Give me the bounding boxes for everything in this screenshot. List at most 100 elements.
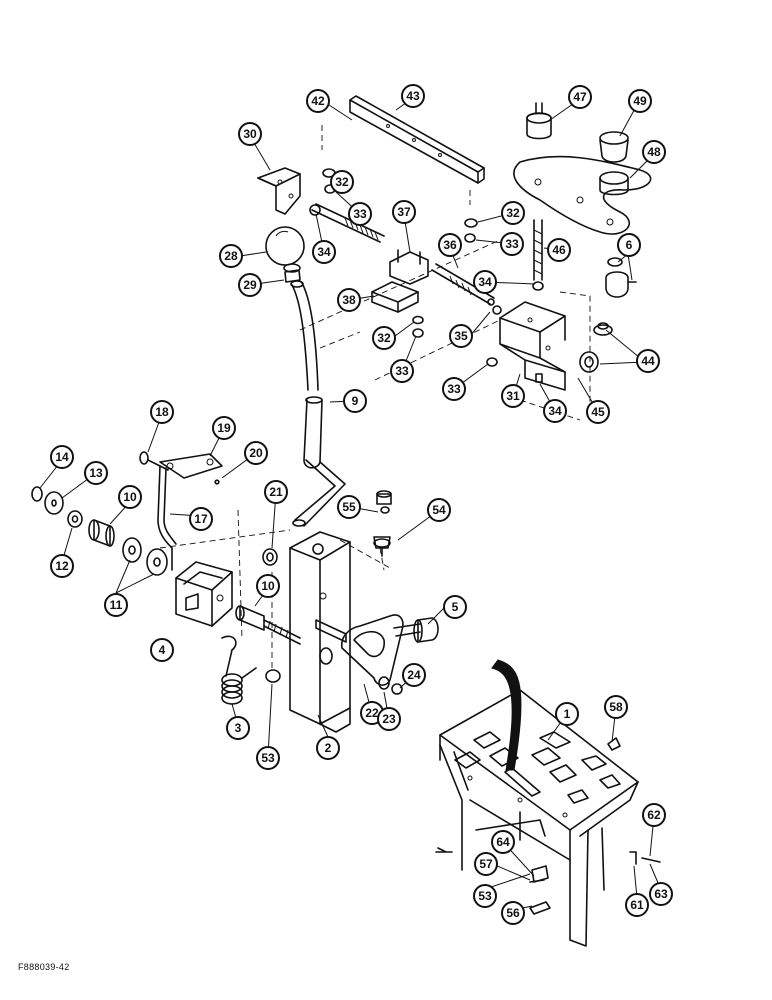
- svg-text:28: 28: [224, 249, 238, 263]
- svg-text:61: 61: [630, 898, 644, 912]
- svg-text:3: 3: [235, 721, 242, 735]
- spring-3: [221, 635, 257, 705]
- svg-text:43: 43: [406, 89, 420, 103]
- bracket-30: [257, 167, 301, 215]
- svg-text:5: 5: [452, 600, 459, 614]
- svg-text:37: 37: [397, 205, 411, 219]
- callout-33-b: 33: [500, 232, 524, 256]
- svg-text:20: 20: [249, 446, 263, 460]
- callout-58: 58: [604, 695, 628, 719]
- callout-4: 4: [150, 638, 174, 662]
- callout-30: 30: [238, 122, 262, 146]
- callout-17: 17: [189, 507, 213, 531]
- callout-54: 54: [427, 498, 451, 522]
- pointer-arrow: [491, 659, 522, 771]
- knob-5: [393, 617, 439, 643]
- svg-text:42: 42: [311, 94, 325, 108]
- svg-text:34: 34: [548, 404, 562, 418]
- svg-text:45: 45: [591, 405, 605, 419]
- callout-32-b: 32: [501, 201, 525, 225]
- callout-44: 44: [636, 349, 660, 373]
- callout-33-c: 33: [390, 359, 414, 383]
- callout-9: 9: [343, 389, 367, 413]
- callout-45: 45: [586, 400, 610, 424]
- callout-63: 63: [649, 882, 673, 906]
- shift-lever: [265, 226, 346, 527]
- svg-text:53: 53: [478, 889, 492, 903]
- callout-1: 1: [555, 702, 579, 726]
- callout-55: 55: [337, 495, 361, 519]
- svg-text:56: 56: [506, 906, 520, 920]
- svg-text:33: 33: [395, 364, 409, 378]
- callout-18: 18: [150, 400, 174, 424]
- svg-text:12: 12: [55, 559, 69, 573]
- svg-text:47: 47: [573, 90, 587, 104]
- callout-31: 31: [501, 384, 525, 408]
- callout-32-a: 32: [330, 170, 354, 194]
- svg-text:29: 29: [243, 278, 257, 292]
- svg-text:48: 48: [647, 145, 661, 159]
- svg-text:62: 62: [647, 808, 661, 822]
- svg-text:24: 24: [407, 668, 421, 682]
- console-frame-1: [435, 689, 639, 947]
- svg-text:17: 17: [194, 512, 208, 526]
- svg-text:33: 33: [353, 207, 367, 221]
- svg-text:46: 46: [552, 243, 566, 257]
- callout-21: 21: [264, 480, 288, 504]
- callout-53-a: 53: [256, 746, 280, 770]
- svg-text:32: 32: [377, 331, 391, 345]
- svg-text:38: 38: [342, 293, 356, 307]
- callout-47: 47: [568, 85, 592, 109]
- svg-text:58: 58: [609, 700, 623, 714]
- callout-33-d: 33: [442, 377, 466, 401]
- callout-62: 62: [642, 803, 666, 827]
- svg-text:18: 18: [155, 405, 169, 419]
- svg-text:33: 33: [505, 237, 519, 251]
- svg-text:49: 49: [633, 94, 647, 108]
- callout-61: 61: [625, 893, 649, 917]
- callout-23: 23: [377, 707, 401, 731]
- callout-56: 56: [501, 901, 525, 925]
- callout-13: 13: [84, 461, 108, 485]
- svg-text:13: 13: [89, 466, 103, 480]
- callout-2: 2: [316, 736, 340, 760]
- svg-text:2: 2: [325, 741, 332, 755]
- isolator-plate: [513, 102, 652, 291]
- svg-text:22: 22: [365, 706, 379, 720]
- callout-34-b: 34: [473, 270, 497, 294]
- svg-text:32: 32: [506, 206, 520, 220]
- svg-text:64: 64: [496, 835, 510, 849]
- svg-text:23: 23: [382, 712, 396, 726]
- callout-10-upper: 10: [118, 485, 142, 509]
- svg-text:1: 1: [564, 707, 571, 721]
- callout-64: 64: [491, 830, 515, 854]
- callout-28: 28: [219, 244, 243, 268]
- callout-37: 37: [392, 200, 416, 224]
- svg-text:6: 6: [626, 238, 633, 252]
- callouts: 1 2 3 4 5 6 9 10 10 11 12 13 14 17 18 19…: [50, 84, 673, 925]
- callout-12: 12: [50, 554, 74, 578]
- svg-text:10: 10: [261, 579, 275, 593]
- svg-text:53: 53: [261, 751, 275, 765]
- svg-text:36: 36: [443, 238, 457, 252]
- svg-text:10: 10: [123, 490, 137, 504]
- svg-text:44: 44: [641, 354, 655, 368]
- svg-text:4: 4: [159, 643, 166, 657]
- svg-text:14: 14: [55, 450, 69, 464]
- svg-text:33: 33: [447, 382, 461, 396]
- crossbar-42: [321, 95, 485, 205]
- svg-text:54: 54: [432, 503, 446, 517]
- svg-text:21: 21: [269, 485, 283, 499]
- callout-11: 11: [104, 593, 128, 617]
- callout-33-a: 33: [348, 202, 372, 226]
- link-rod: [139, 451, 223, 571]
- pivot-37-38: [371, 249, 429, 313]
- callout-34-c: 34: [543, 399, 567, 423]
- callout-38: 38: [337, 288, 361, 312]
- callout-48: 48: [642, 140, 666, 164]
- callout-29: 29: [238, 273, 262, 297]
- svg-text:32: 32: [335, 175, 349, 189]
- bracket-31: [499, 301, 566, 391]
- callout-6: 6: [617, 233, 641, 257]
- callout-46: 46: [547, 238, 571, 262]
